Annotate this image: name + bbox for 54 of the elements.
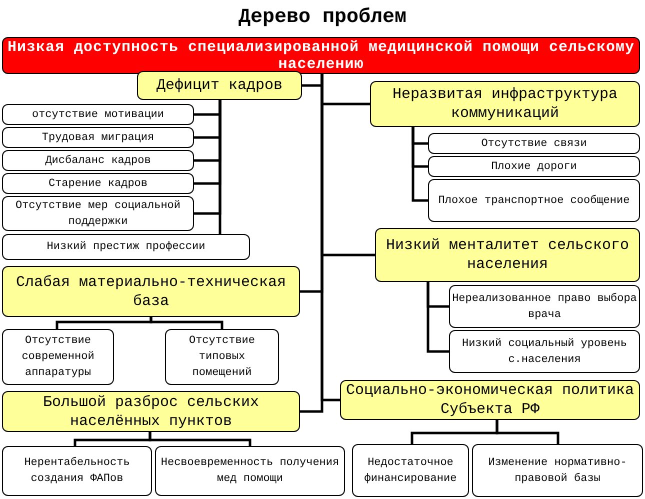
issue-box <box>165 329 279 385</box>
issue-box <box>2 329 114 385</box>
box-text: Неразвитая инфраструктура коммуникаций <box>391 85 619 123</box>
cause-box <box>375 228 640 282</box>
box-text: Плохие дороги <box>491 160 577 174</box>
box-text: Отсутствие связи <box>481 136 587 152</box>
connector-line <box>412 127 428 202</box>
issue-box <box>2 446 152 496</box>
box-text: отсутствие мотивации <box>32 108 164 122</box>
connector-line <box>300 74 324 413</box>
box-text: Отсутствие мер социальной поддержки <box>14 198 182 230</box>
box-text: Несвоевременность получения мед помощи <box>160 456 340 487</box>
cause-box <box>2 391 300 432</box>
box-text: Низкий социальный уровень с.населения <box>460 336 628 368</box>
connector-line <box>218 100 222 234</box>
issue-box <box>428 179 640 222</box>
box-text: Низкий менталитет сельского населения <box>384 236 630 274</box>
box-text: Низкая доступность специализированной медицинской помощи сельскому населению <box>6 38 636 72</box>
box-text: Слабая материально-техническая база <box>14 272 288 310</box>
box-text: Низкий престиж профессии <box>46 240 206 255</box>
cause-box <box>137 71 302 100</box>
box-text: Нереализованное право выбора врача <box>452 292 637 322</box>
box-text: Плохое транспортное сообщение <box>438 194 630 208</box>
title: Дерево проблем <box>237 5 408 31</box>
box-text: Трудовая миграция <box>42 130 154 146</box>
box-text: Недостаточное финансирование <box>363 456 458 486</box>
issue-box <box>155 446 345 496</box>
issue-box <box>2 150 194 171</box>
issue-box <box>428 156 640 177</box>
connector-line <box>426 282 449 353</box>
cause-box <box>370 81 640 127</box>
issue-box <box>472 444 643 497</box>
box-text: Изменение нормативно-правовой базы <box>487 456 628 486</box>
box-text: Дисбаланс кадров <box>45 154 151 168</box>
box-text: Отсутствие типовых помещений <box>188 334 256 381</box>
box-text: Дефицит кадров <box>156 76 283 95</box>
cause-box <box>2 266 300 317</box>
issue-box <box>2 196 194 231</box>
connector-line <box>150 317 224 329</box>
issue-box <box>449 330 640 373</box>
issue-box <box>2 127 194 148</box>
box-text: Нерентабельность создания ФАПов <box>23 456 131 487</box>
box-text: Отсутствие современной аппаратуры <box>20 334 96 381</box>
issue-box <box>2 104 194 125</box>
box-text: Старение кадров <box>48 176 148 192</box>
box-text: Большой разброс сельских населённых пунктов <box>42 392 260 430</box>
issue-box <box>2 234 250 260</box>
connector-line <box>148 432 252 446</box>
issue-box <box>2 173 194 194</box>
connector-line <box>496 420 560 444</box>
issue-box <box>449 285 640 328</box>
issue-box <box>428 133 640 154</box>
issue-box <box>352 444 469 497</box>
box-text: Социально-экономическая политика Субъекта РФ <box>344 381 636 419</box>
